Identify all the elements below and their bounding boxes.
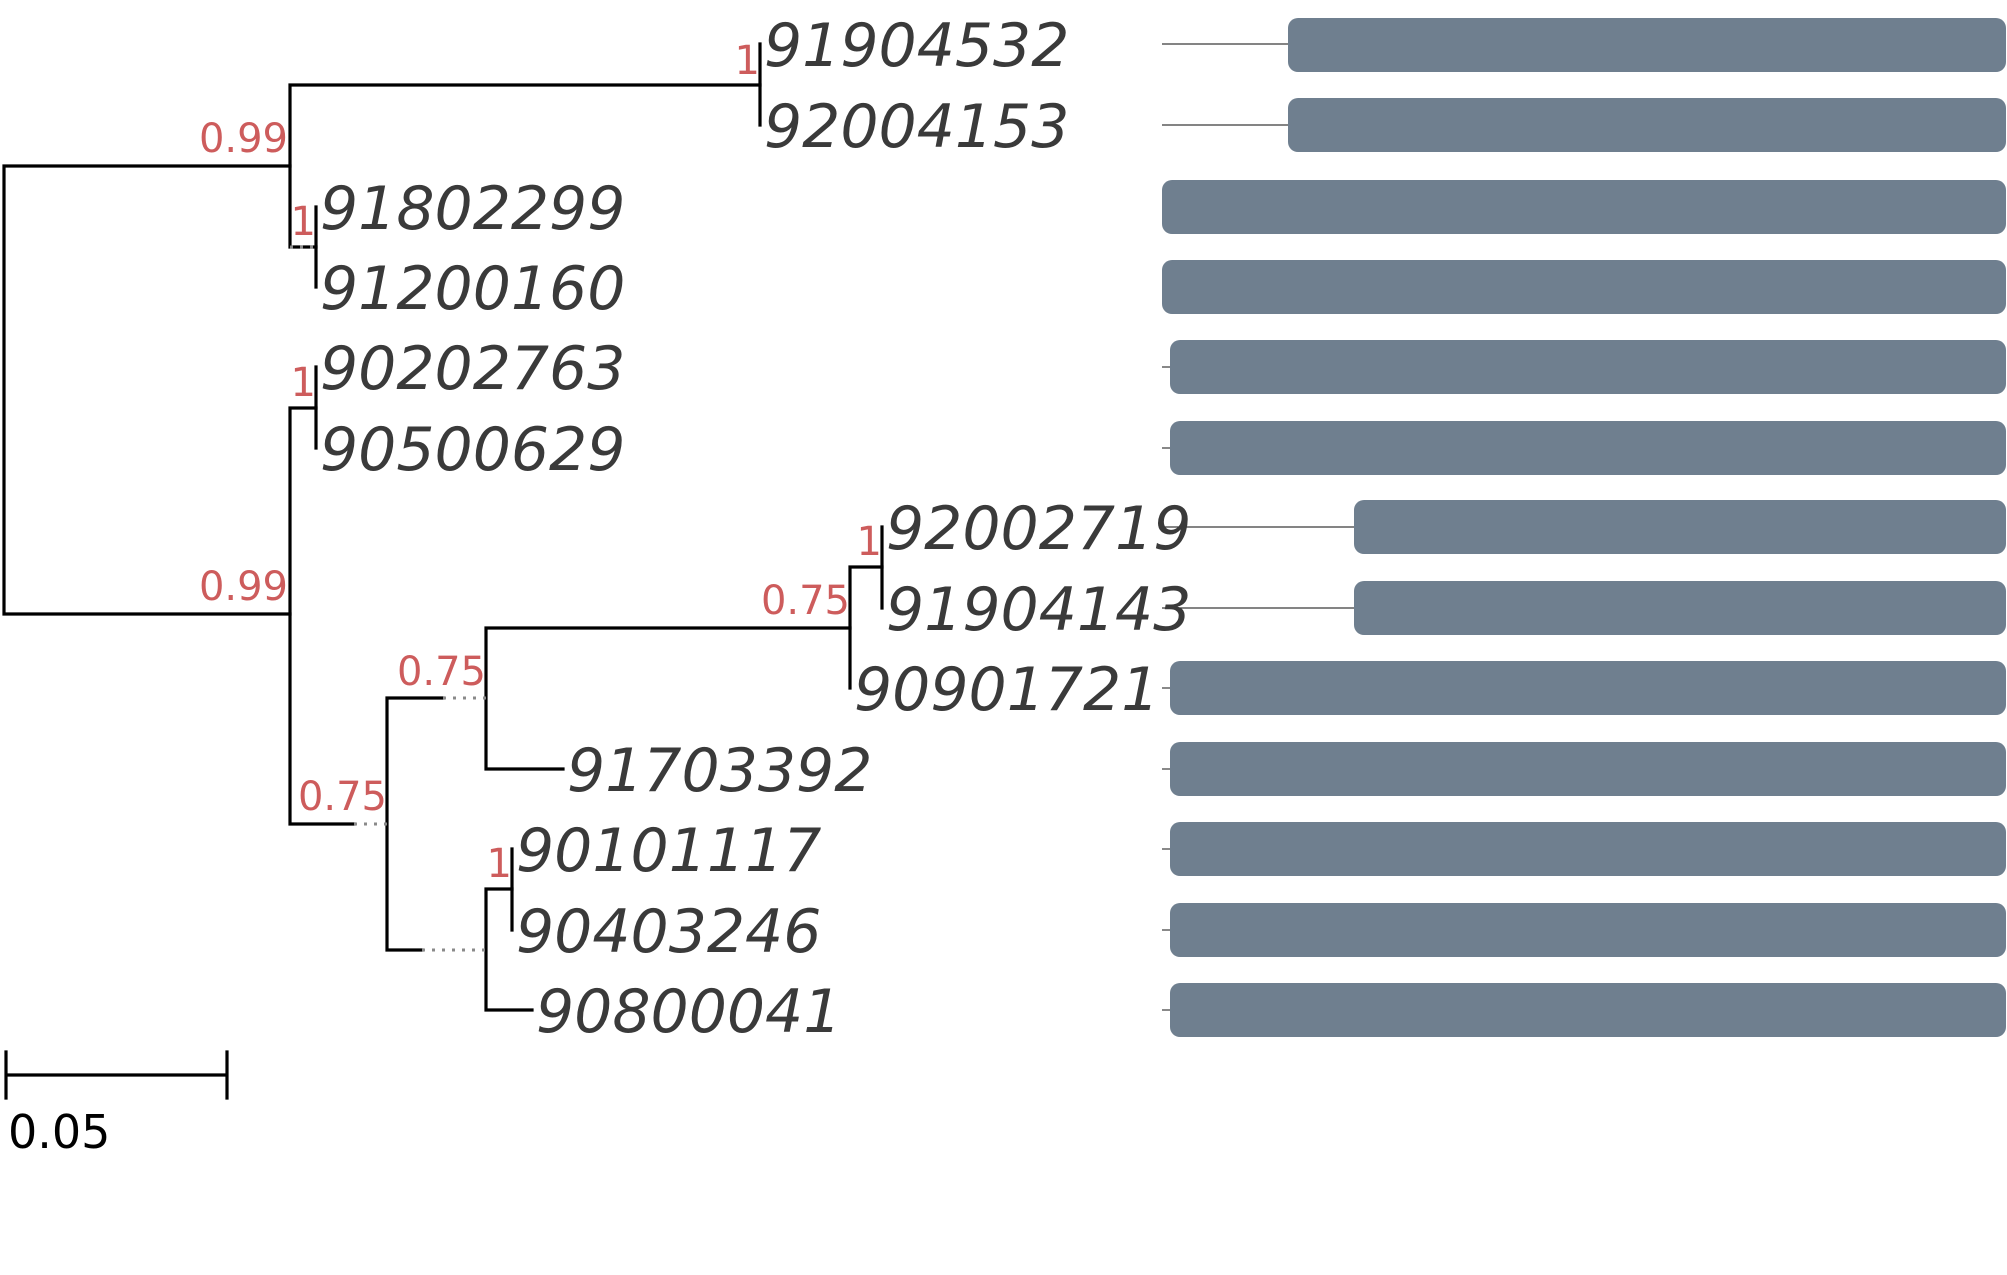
leaf-label: 90403246	[516, 897, 821, 967]
leaf-label: 91904143	[886, 575, 1191, 645]
bar-90202763	[1170, 340, 2006, 394]
support-value: 1	[487, 841, 512, 887]
leaf-labels: 91904532 92004153 91802299 91200160 9020…	[320, 11, 1191, 1047]
leaf-label: 90101117	[516, 816, 821, 886]
lower-clade-branch	[288, 406, 356, 826]
bar-91904143	[1354, 581, 2006, 635]
scale-bar: 0.05	[4, 1050, 229, 1159]
support-values: 0.99 0.99 1 1 1 1 0.75 0.75 0.75 1	[199, 38, 882, 887]
bar-90800041	[1170, 983, 2006, 1037]
support-value: 1	[857, 519, 882, 565]
clade-90101117-90403246-90800041	[484, 887, 534, 1012]
leaf-label: 90202763	[320, 334, 625, 404]
leaf-label: 90901721	[854, 655, 1159, 725]
leaf-label: 92004153	[764, 92, 1069, 162]
bar-91703392	[1170, 742, 2006, 796]
support-value: 0.99	[199, 564, 288, 610]
support-value: 0.75	[397, 649, 486, 695]
bar-92004153	[1288, 98, 2006, 152]
bar-90500629	[1170, 421, 2006, 475]
dotted-extensions	[290, 245, 486, 952]
support-value: 0.99	[199, 116, 288, 162]
leaf-label: 91200160	[320, 254, 625, 324]
bar-90101117	[1170, 822, 2006, 876]
bar-90901721	[1170, 661, 2006, 715]
feature-bars	[1162, 18, 2006, 1037]
leaf-label: 90500629	[320, 415, 625, 485]
support-value: 1	[735, 38, 760, 84]
leaf-label: 91802299	[320, 174, 625, 244]
support-value: 1	[291, 360, 316, 406]
leader-lines	[1162, 43, 1354, 1011]
bar-91904532	[1288, 18, 2006, 72]
leaf-label: 91703392	[567, 736, 872, 806]
subclade-075-branch	[385, 696, 445, 952]
bar-90403246	[1170, 903, 2006, 957]
scale-bar-label: 0.05	[8, 1105, 110, 1159]
support-value: 1	[291, 199, 316, 245]
scale-bar-line	[4, 1050, 229, 1100]
clade-92002719-91904143-90901721	[848, 565, 884, 690]
bar-92002719	[1354, 500, 2006, 554]
leaf-label: 92002719	[886, 494, 1191, 564]
bar-91200160	[1162, 260, 2006, 314]
leaf-label: 91904532	[764, 11, 1069, 81]
support-value: 0.75	[298, 774, 387, 820]
bar-91802299	[1162, 180, 2006, 234]
support-value: 0.75	[761, 578, 850, 624]
leaf-label: 90800041	[536, 977, 841, 1047]
root-branch	[2, 164, 292, 616]
